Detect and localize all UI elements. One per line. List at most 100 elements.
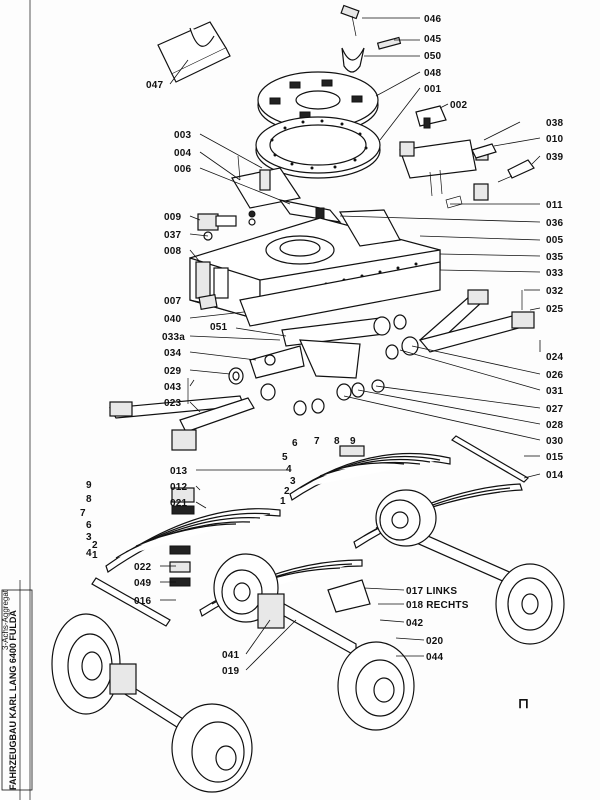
- callout-048: 048: [424, 68, 442, 79]
- part-045-clip: [341, 36, 402, 73]
- callout-006: 006: [174, 164, 192, 175]
- callout-047: 047: [146, 80, 164, 91]
- callout-023: 023: [164, 398, 182, 409]
- axle-middle: [213, 553, 415, 731]
- left-border: [1, 0, 33, 800]
- callout-051: 051: [210, 322, 228, 333]
- callout-016: 016: [134, 596, 152, 607]
- leaf-number: 1: [92, 550, 98, 561]
- callout-024: 024: [546, 352, 564, 363]
- part-050-turntable-top: [257, 71, 379, 134]
- part-007-block: [198, 294, 218, 310]
- callout-037: 037: [164, 230, 182, 241]
- part-038-crossbar: [399, 139, 489, 209]
- axle-front: [51, 613, 253, 793]
- part-014-rod: [451, 435, 529, 483]
- callout-011: 011: [546, 200, 563, 211]
- callout-007: 007: [164, 296, 182, 307]
- callout-049: 049: [134, 578, 152, 589]
- leader-lines: [339, 17, 541, 657]
- axle-rear: [375, 489, 565, 645]
- callout-labels-right: 046 045 050 048 001 002 038 010 039 011 …: [406, 14, 564, 663]
- callout-046: 046: [424, 14, 442, 25]
- side-handwritten-code: 3-Achs-Aggregat: [1, 589, 10, 650]
- leaf-number: 4: [286, 464, 292, 475]
- callout-019: 019: [222, 666, 240, 677]
- part-leaf-spring-left-rear: [105, 487, 281, 573]
- leaf-number: 6: [86, 520, 92, 531]
- callout-045: 045: [424, 34, 442, 45]
- leaf-number: 6: [292, 438, 298, 449]
- callout-040: 040: [164, 314, 182, 325]
- corner-mark: ⊓: [518, 695, 529, 711]
- callout-014: 014: [546, 470, 564, 481]
- callout-008: 008: [164, 246, 182, 257]
- part-009-valve: [197, 210, 256, 241]
- callout-012: 012: [170, 482, 188, 493]
- leaf-number: 7: [314, 436, 320, 447]
- callout-026: 026: [546, 370, 564, 381]
- part-016-rod: [91, 577, 171, 627]
- callout-033: 033: [546, 268, 564, 279]
- callout-030: 030: [546, 436, 564, 447]
- leader-lines-left: [160, 59, 297, 671]
- callout-021: 021: [170, 498, 188, 509]
- callout-028: 028: [546, 420, 564, 431]
- leaf-number: 2: [284, 486, 290, 497]
- callout-027: 027: [546, 404, 564, 415]
- callout-041: 041: [222, 650, 240, 661]
- callout-003: 003: [174, 130, 192, 141]
- callout-031: 031: [546, 386, 564, 397]
- spring-numbers-left: 9 8 7 6 5 4 3 2 1: [80, 480, 98, 561]
- callout-043: 043: [164, 382, 182, 393]
- part-bushings-middle: [260, 379, 385, 416]
- callout-029: 029: [164, 366, 182, 377]
- leaf-number: 8: [86, 494, 92, 505]
- leaf-number: 8: [334, 436, 340, 447]
- callout-042: 042: [406, 618, 424, 629]
- callout-018-rechts: 018 RECHTS: [406, 600, 469, 611]
- callout-004: 004: [174, 148, 192, 159]
- callout-009: 009: [164, 212, 182, 223]
- part-010-clamp: [471, 143, 497, 159]
- callout-025: 025: [546, 304, 564, 315]
- part-047-bracket: [157, 21, 231, 83]
- callout-039: 039: [546, 152, 564, 163]
- part-025-torque-arm: [385, 289, 535, 360]
- part-003-bracket: [231, 155, 301, 209]
- part-029-bushing: [228, 367, 244, 385]
- callout-002: 002: [450, 100, 468, 111]
- callout-005: 005: [546, 235, 564, 246]
- part-033-crossshaft: [281, 314, 407, 347]
- leaf-number: 7: [80, 508, 86, 519]
- callout-035: 035: [546, 252, 564, 263]
- leaf-number: 5: [282, 452, 288, 463]
- callout-044: 044: [426, 652, 444, 663]
- part-005-subframe: [189, 209, 441, 327]
- callout-038: 038: [546, 118, 564, 129]
- part-002-bracket: [415, 105, 447, 129]
- part-046-pin: [340, 4, 360, 37]
- part-leaf-spring-right-rear: [289, 445, 451, 501]
- callout-034: 034: [164, 348, 182, 359]
- leaf-number: 3: [290, 476, 296, 487]
- leaf-number: 9: [86, 480, 92, 491]
- callout-050: 050: [424, 51, 442, 62]
- callout-032: 032: [546, 286, 564, 297]
- leaf-number: 1: [280, 496, 286, 507]
- callout-015: 015: [546, 452, 564, 463]
- part-039-lever: [497, 159, 535, 183]
- leaf-number: 4: [86, 548, 92, 559]
- part-034-equalizer: [249, 339, 361, 379]
- leaf-number: 9: [350, 436, 356, 447]
- callout-017-links: 017 LINKS: [406, 586, 457, 597]
- callout-labels-left: 047 003 004 006 009 037 008 007 040 051 …: [134, 80, 240, 677]
- part-023-torque-arm: [108, 378, 255, 451]
- callout-020: 020: [426, 636, 444, 647]
- callout-022: 022: [134, 562, 152, 573]
- callout-001: 001: [424, 84, 442, 95]
- callout-033a: 033a: [162, 332, 185, 343]
- side-title-text: FAHRZEUGBAU KARL LANG 6400 FULDA: [8, 610, 18, 790]
